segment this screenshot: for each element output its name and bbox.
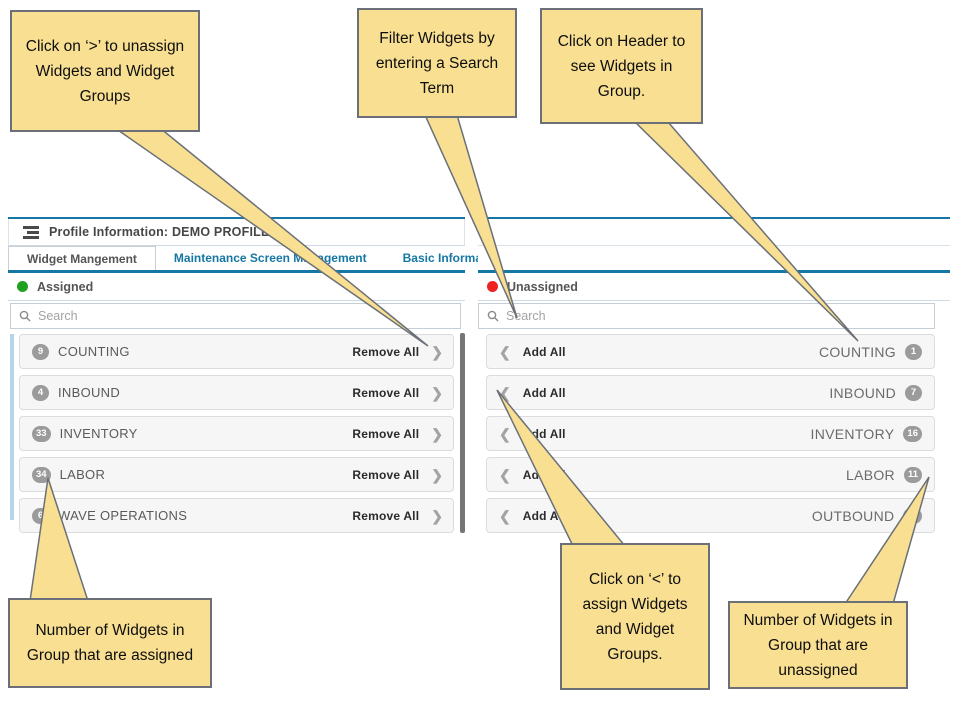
assigned-scrollbar[interactable] (460, 333, 465, 533)
chevron-left-icon[interactable]: ❮ (499, 425, 511, 442)
group-name: COUNTING (58, 344, 130, 359)
group-name: INVENTORY (59, 426, 138, 441)
unassigned-group-row[interactable]: ❮ Add All OUTBOUND 14 (486, 498, 935, 533)
assigned-search-row (8, 301, 465, 331)
group-name: WAVE OPERATIONS (58, 508, 188, 523)
group-count-badge: 14 (903, 507, 922, 524)
search-icon (19, 310, 31, 322)
assigned-group-row[interactable]: 4 INBOUND Remove All ❯ (19, 375, 454, 410)
group-count-badge: 4 (32, 384, 49, 401)
group-name: LABOR (845, 466, 895, 483)
assigned-group-row[interactable]: 34 LABOR Remove All ❯ (19, 457, 454, 492)
add-all-button[interactable]: Add All (522, 467, 566, 482)
chevron-left-icon[interactable]: ❮ (499, 507, 511, 524)
search-icon (487, 310, 499, 322)
chevron-right-icon[interactable]: ❯ (431, 425, 443, 442)
unassigned-section-label: Unassigned (507, 279, 578, 294)
unassigned-group-row[interactable]: ❮ Add All COUNTING 1 (486, 334, 935, 369)
assigned-search-box[interactable] (10, 303, 461, 329)
group-name: LABOR (59, 467, 106, 482)
callout-assign: Click on ‘<’ to assign Widgets and Widge… (560, 543, 710, 690)
assigned-panel: Profile Information: DEMO PROFILE Widget… (8, 217, 504, 534)
chevron-left-icon[interactable]: ❮ (499, 343, 511, 360)
group-count-badge: 7 (905, 384, 922, 401)
assigned-status-dot (17, 281, 28, 292)
add-all-button[interactable]: Add All (522, 344, 566, 359)
group-name: INVENTORY (810, 425, 895, 442)
group-count-badge: 9 (32, 343, 49, 360)
left-scroll-track (10, 334, 14, 520)
group-count-badge: 6 (32, 507, 49, 524)
list-icon (23, 225, 39, 239)
remove-all-button[interactable]: Remove All (352, 385, 420, 400)
tab-maintenance-screen-management[interactable]: Maintenance Screen Management (173, 251, 367, 265)
chevron-left-icon[interactable]: ❮ (499, 466, 511, 483)
unassigned-search-box[interactable] (478, 303, 935, 329)
group-count-badge: 33 (32, 425, 51, 442)
remove-all-button[interactable]: Remove All (352, 508, 420, 523)
group-name: COUNTING (818, 343, 896, 360)
group-count-badge: 34 (32, 466, 51, 483)
callout-unassign: Click on ‘>’ to unassign Widgets and Wid… (10, 10, 200, 132)
unassigned-group-row[interactable]: ❮ Add All INBOUND 7 (486, 375, 935, 410)
chevron-right-icon[interactable]: ❯ (431, 507, 443, 524)
chevron-right-icon[interactable]: ❯ (431, 343, 443, 360)
group-name: OUTBOUND (811, 507, 895, 524)
chevron-right-icon[interactable]: ❯ (431, 384, 443, 401)
tab-bar: Widget Mangement Maintenance Screen Mana… (8, 246, 504, 273)
header-row-continuation (478, 219, 950, 246)
group-count-badge: 1 (905, 343, 922, 360)
assigned-search-input[interactable] (38, 309, 452, 323)
unassigned-section-header: Unassigned (478, 273, 950, 301)
tab-widget-management[interactable]: Widget Mangement (8, 246, 156, 270)
group-name: INBOUND (829, 384, 896, 401)
callout-filter: Filter Widgets by entering a Search Term (357, 8, 517, 118)
assigned-group-row[interactable]: 6 WAVE OPERATIONS Remove All ❯ (19, 498, 454, 533)
unassigned-group-row[interactable]: ❮ Add All LABOR 11 (486, 457, 935, 492)
assigned-section-label: Assigned (37, 279, 94, 294)
group-count-badge: 11 (903, 466, 922, 483)
unassigned-group-row[interactable]: ❮ Add All INVENTORY 16 (486, 416, 935, 451)
assigned-group-list: 9 COUNTING Remove All ❯ 4 INBOUND Remove… (8, 331, 465, 534)
unassigned-group-list: ❮ Add All COUNTING 1 ❮ Add All INBOUND 7… (478, 331, 950, 534)
profile-header: Profile Information: DEMO PROFILE (8, 219, 465, 246)
add-all-button[interactable]: Add All (522, 508, 566, 523)
callout-header: Click on Header to see Widgets in Group. (540, 8, 703, 124)
chevron-right-icon[interactable]: ❯ (431, 466, 443, 483)
unassigned-status-dot (487, 281, 498, 292)
remove-all-button[interactable]: Remove All (352, 426, 420, 441)
callout-assigned-count: Number of Widgets in Group that are assi… (8, 598, 212, 688)
unassigned-search-input[interactable] (506, 309, 926, 323)
assigned-section-header: Assigned (8, 273, 465, 301)
remove-all-button[interactable]: Remove All (352, 467, 420, 482)
tab-row-continuation (478, 246, 950, 273)
remove-all-button[interactable]: Remove All (352, 344, 420, 359)
assigned-group-row[interactable]: 9 COUNTING Remove All ❯ (19, 334, 454, 369)
add-all-button[interactable]: Add All (522, 385, 566, 400)
group-name: INBOUND (58, 385, 121, 400)
add-all-button[interactable]: Add All (522, 426, 566, 441)
callout-unassigned-count: Number of Widgets in Group that are unas… (728, 601, 908, 689)
unassigned-panel: Unassigned ❮ Add All COUNTING 1 ❮ Add (478, 217, 950, 534)
unassigned-search-row (478, 301, 935, 331)
chevron-left-icon[interactable]: ❮ (499, 384, 511, 401)
page-title: Profile Information: DEMO PROFILE (49, 225, 270, 239)
assigned-group-row[interactable]: 33 INVENTORY Remove All ❯ (19, 416, 454, 451)
group-count-badge: 16 (903, 425, 922, 442)
